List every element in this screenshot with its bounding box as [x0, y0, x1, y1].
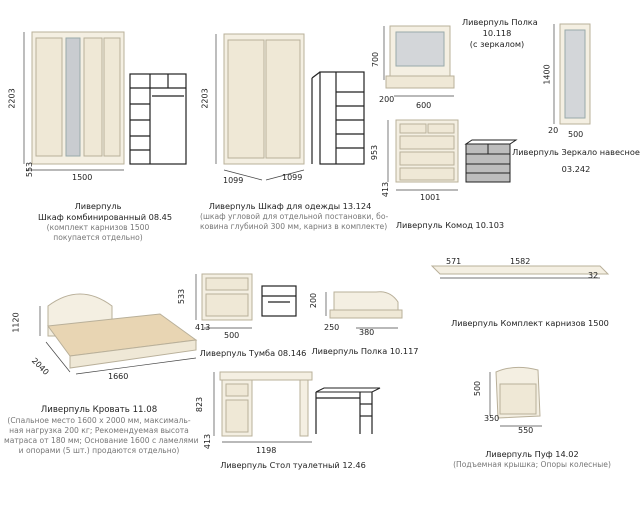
pouf-height: 500	[473, 380, 483, 397]
wardrobe-corner-width-2: 1099	[282, 173, 303, 182]
mirror-image	[553, 23, 591, 125]
pouf-width: 550	[518, 426, 534, 435]
vanity-depth: 413	[203, 433, 213, 450]
bed-note-3: матраса от 180 мм; Основание 1600 с ламе…	[4, 436, 199, 445]
wardrobe-combo-scheme	[129, 73, 187, 165]
bed-note-1: (Спальное место 1600 х 2000 мм, максимал…	[7, 416, 191, 425]
pouf-depth: 350	[484, 414, 500, 423]
dresser-depth: 413	[381, 181, 391, 198]
wardrobe-corner-image	[215, 33, 305, 181]
vanity-height: 823	[195, 396, 205, 413]
wardrobe-combo-width: 1500	[72, 173, 93, 182]
pouf-title: Ливерпуль Пуф 14.02	[485, 449, 579, 459]
shelf-mirror-title-2: 10.118	[482, 28, 512, 38]
dresser-image	[387, 119, 459, 191]
nightstand-width: 500	[224, 331, 240, 340]
nightstand-height: 533	[177, 288, 187, 305]
wardrobe-combo-title-2: Шкаф комбинированный 08.45	[38, 212, 173, 222]
dresser-height: 953	[370, 144, 380, 161]
bed-height: 1120	[11, 312, 21, 333]
bed-image	[39, 293, 198, 375]
wardrobe-corner-title: Ливерпуль Шкаф для одежды 13.124	[208, 201, 372, 211]
cornice-title: Ливерпуль Комплект карнизов 1500	[451, 318, 609, 328]
vanity-image	[213, 371, 313, 443]
wardrobe-combo-height: 2203	[7, 88, 17, 109]
shelf-mirror-depth: 200	[379, 95, 395, 104]
dresser-title: Ливерпуль Комод 10.103	[395, 220, 505, 230]
vanity-width: 1198	[256, 446, 277, 455]
wardrobe-combo-note-2: покупается отдельно)	[53, 233, 143, 242]
wardrobe-corner-scheme	[311, 71, 365, 165]
cornice-depth: 571	[446, 257, 462, 266]
mirror-height: 1400	[542, 64, 552, 85]
shelf-image	[325, 291, 403, 329]
dresser-width: 1001	[420, 193, 441, 202]
shelf-mirror-title-1: Ливерпуль Полка	[462, 17, 538, 27]
cornice-image	[430, 265, 610, 279]
shelf-title: Ливерпуль Полка 10.117	[311, 346, 419, 356]
shelf-height: 200	[309, 292, 319, 309]
nightstand-image	[195, 273, 253, 329]
vanity-scheme	[315, 387, 381, 434]
shelf-mirror-width: 600	[416, 101, 432, 110]
wardrobe-corner-note-2: ковина глубиной 300 мм, карниз в комплек…	[200, 222, 388, 231]
bed-note-4: и опорами (5 шт.) продаются отдельно)	[18, 446, 180, 455]
dresser-scheme	[464, 139, 518, 183]
shelf-mirror-height: 700	[371, 51, 381, 68]
shelf-depth: 250	[324, 323, 340, 332]
mirror-title-2: 03.242	[561, 164, 591, 174]
shelf-width: 380	[359, 328, 375, 337]
wardrobe-corner-note-1: (шкаф угловой для отдельной постановки, …	[200, 212, 389, 221]
wardrobe-combo-note-1: (комплект карнизов 1500	[46, 223, 150, 232]
wardrobe-combo-title-1: Ливерпуль	[74, 201, 122, 211]
shelf-mirror-title-3: (с зеркалом)	[469, 39, 525, 49]
mirror-width: 500	[568, 130, 584, 139]
shelf-mirror-image	[383, 25, 455, 97]
bed-note-2: ная нагрузка 200 кг; Рекомендуемая высот…	[9, 426, 189, 435]
vanity-title: Ливерпуль Стол туалетный 12.46	[220, 460, 366, 470]
mirror-title-1: Ливерпуль Зеркало навесное	[512, 147, 640, 157]
nightstand-title: Ливерпуль Тумба 08.146	[199, 348, 307, 358]
mirror-depth: 20	[548, 126, 559, 135]
cornice-width: 1582	[510, 257, 531, 266]
pouf-image	[489, 366, 542, 427]
nightstand-scheme	[261, 285, 297, 317]
bed-title: Ливерпуль Кровать 11.08	[40, 405, 158, 415]
bed-width: 1660	[108, 372, 129, 381]
cornice-height: 32	[588, 271, 599, 280]
wardrobe-combo-depth: 553	[25, 161, 35, 178]
pouf-note: (Подъемная крышка; Опоры колесные)	[453, 460, 611, 469]
wardrobe-combo-image	[23, 31, 125, 171]
nightstand-depth: 413	[195, 323, 211, 332]
wardrobe-corner-width-1: 1099	[223, 176, 244, 185]
wardrobe-corner-height: 2203	[200, 88, 210, 109]
